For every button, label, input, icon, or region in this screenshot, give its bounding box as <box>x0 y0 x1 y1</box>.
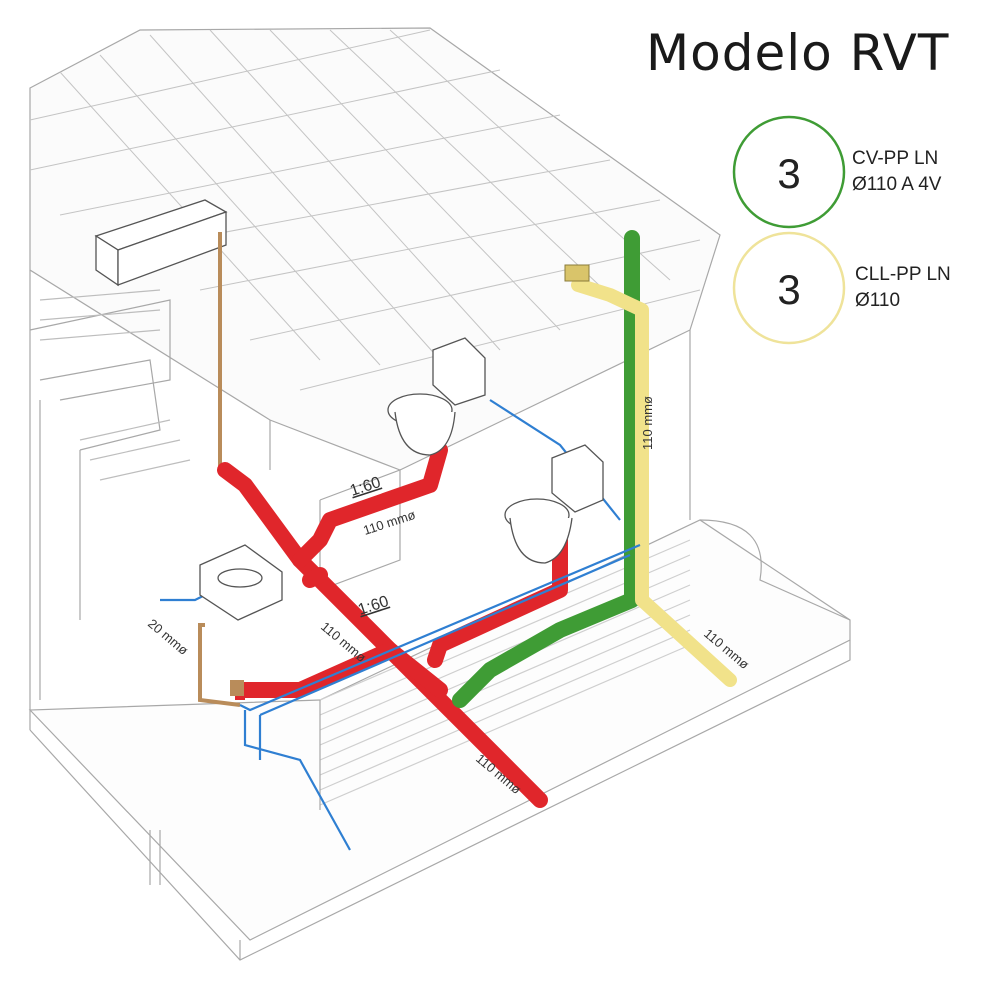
legend-vent-circle <box>732 115 846 229</box>
legend-vent-label: CV-PP LN Ø110 A 4V <box>852 146 941 198</box>
washbasin <box>199 544 283 621</box>
legend-rain-number: 3 <box>777 266 800 313</box>
legend-vent-line1: CV-PP LN <box>852 148 939 169</box>
roof-drain <box>564 264 590 282</box>
rainwater-pipe <box>571 278 737 687</box>
brown-drain-pipes <box>198 232 241 707</box>
toilet-lower <box>504 444 604 564</box>
page-title: Modelo RVT <box>646 24 950 82</box>
cistern-box <box>94 199 228 287</box>
building-outline <box>28 27 851 961</box>
toilet-upper <box>387 337 486 456</box>
legend-rain-label: CLL-PP LN Ø110 <box>855 262 951 314</box>
legend-rain-line1: CLL-PP LN <box>855 264 951 285</box>
vent-pipe <box>452 230 640 708</box>
slope-label-lower: 1:60 <box>356 593 391 619</box>
legend-vent-line2: Ø110 A 4V <box>852 174 942 195</box>
legend-vent-number: 3 <box>777 150 800 197</box>
legend-rain-line2: Ø110 <box>855 290 901 311</box>
dim-label-sink: 20 mmø <box>145 616 191 658</box>
sink-trap <box>230 680 244 696</box>
sewer-pipes <box>217 442 568 808</box>
dim-label-green: 110 mmø <box>640 396 655 450</box>
legend-rain-circle <box>732 231 846 345</box>
